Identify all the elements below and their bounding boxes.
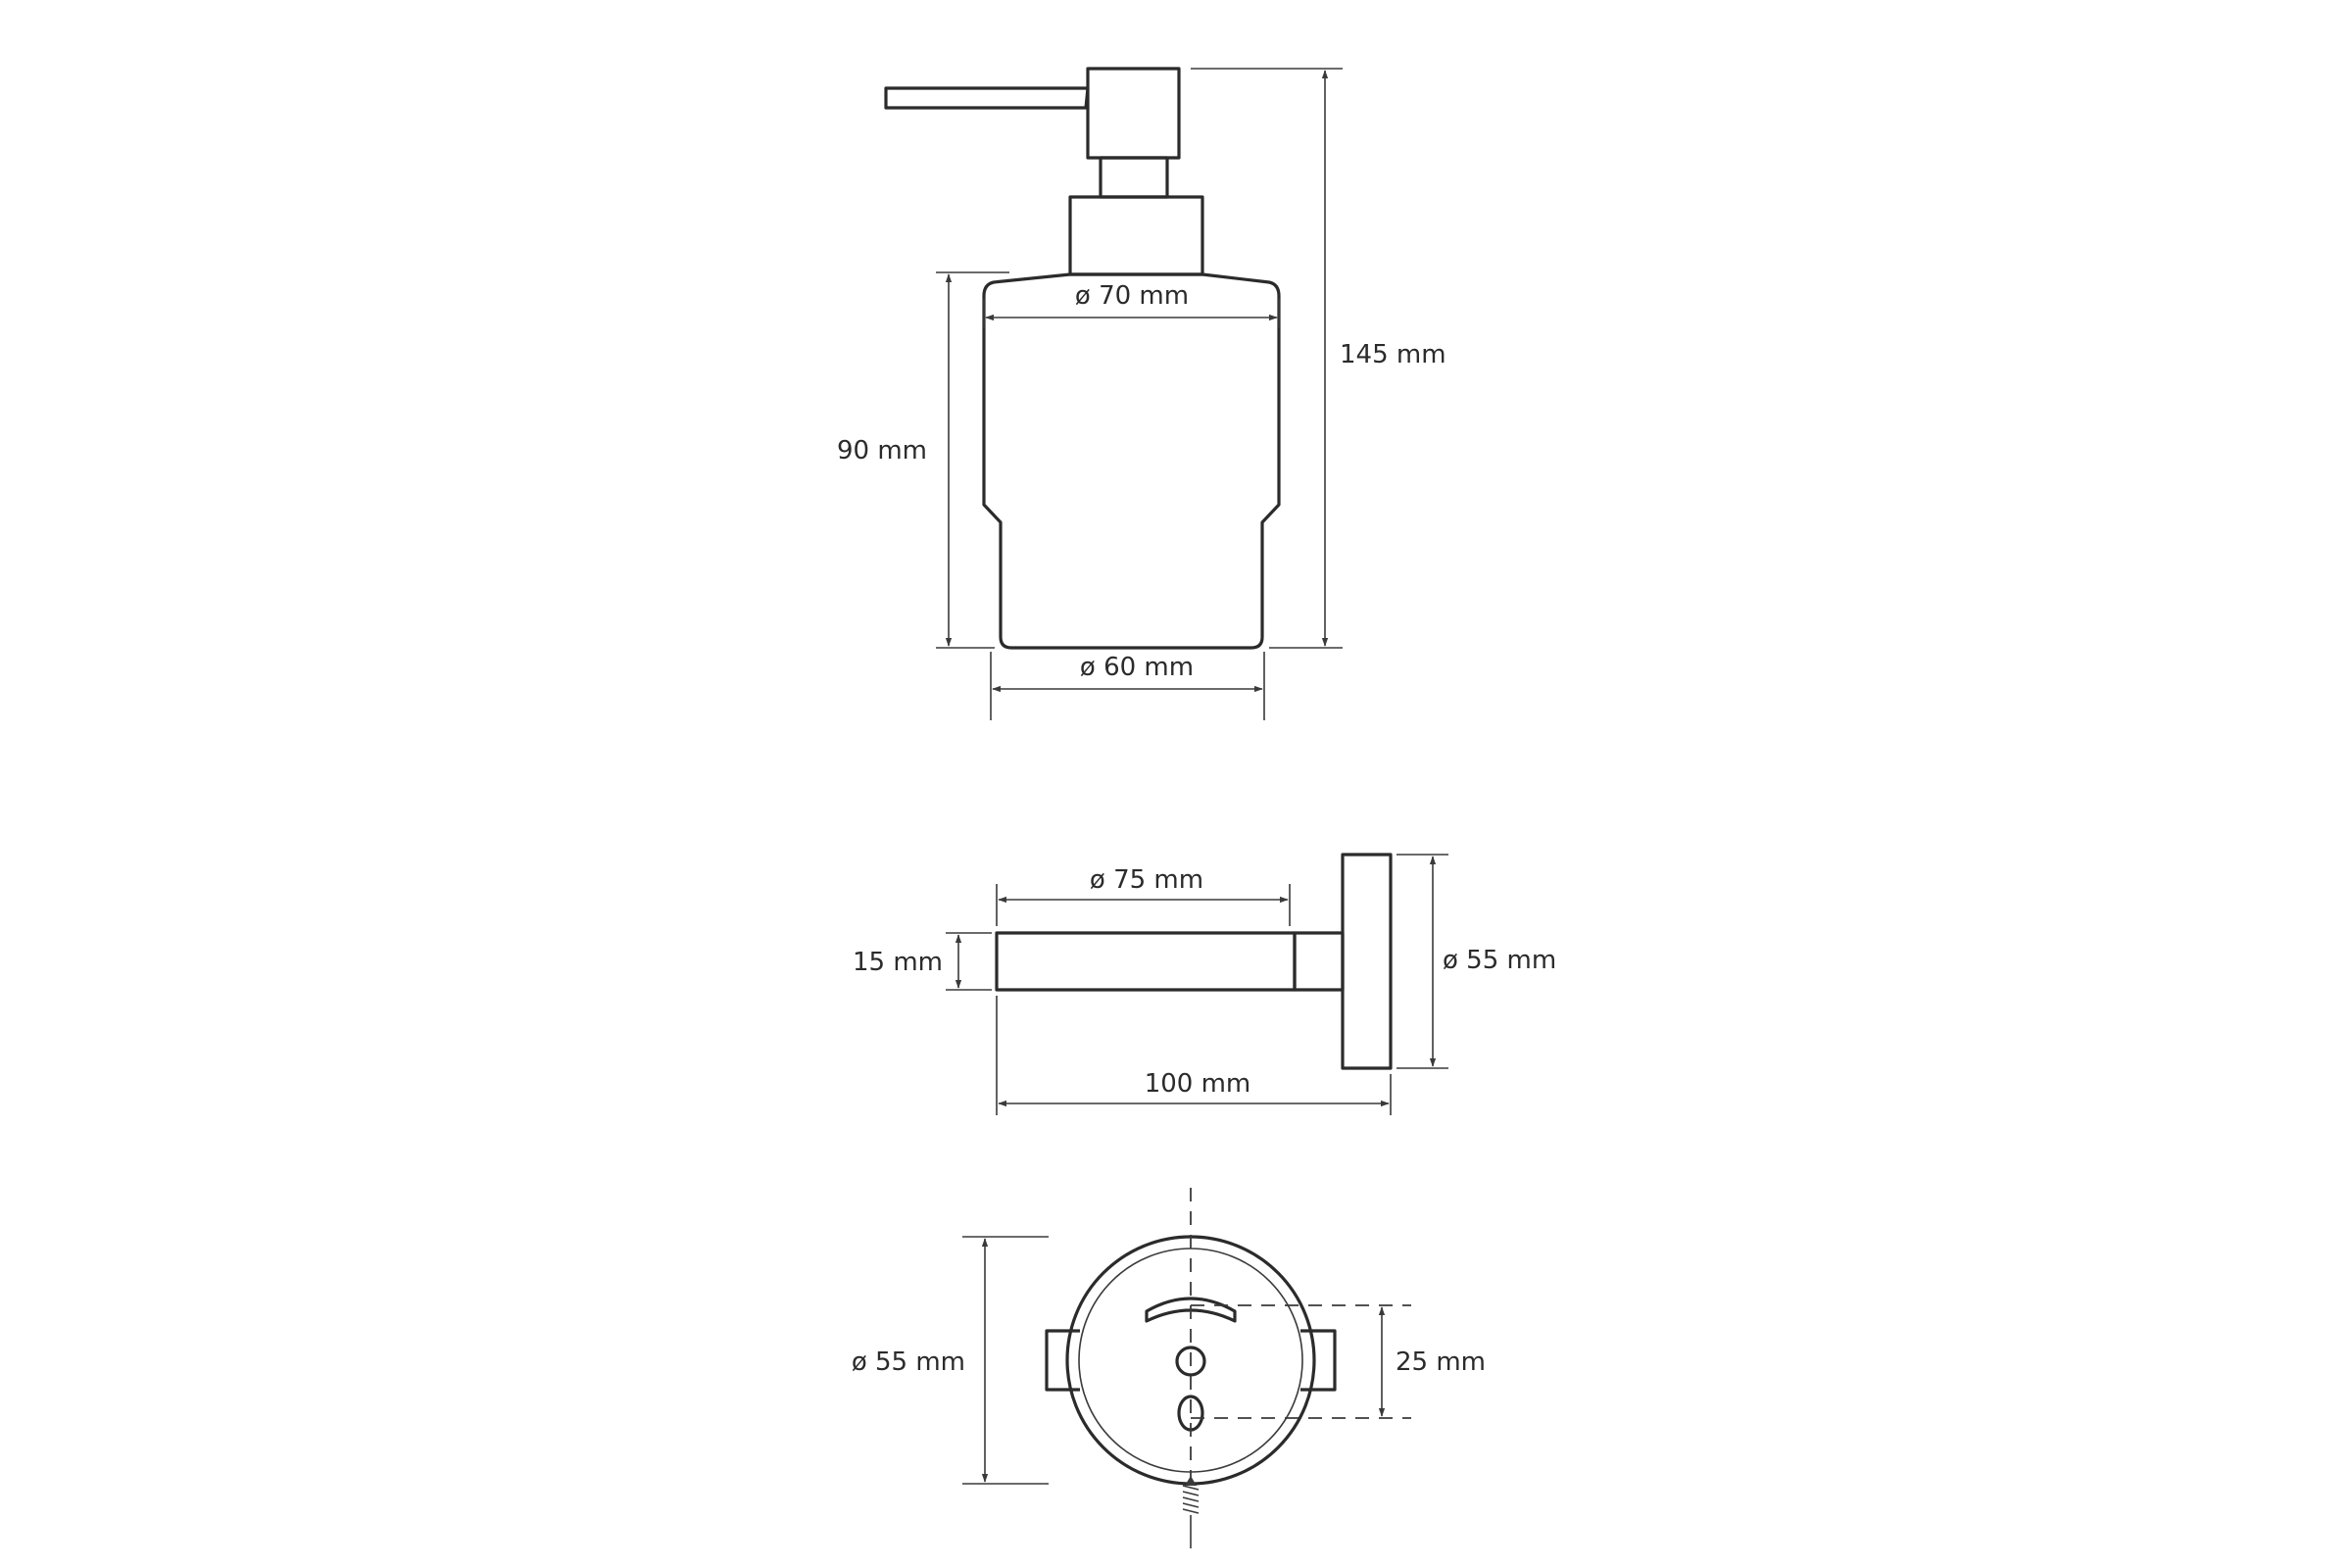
wall-plate-side bbox=[1341, 853, 1393, 1070]
pump-head bbox=[1086, 67, 1181, 160]
dim-side-plate-diameter: ø 55 mm bbox=[1396, 854, 1556, 1069]
projection-label: 100 mm bbox=[1145, 1069, 1251, 1099]
pump-stem bbox=[1099, 156, 1169, 199]
plate-tab-left bbox=[1045, 1329, 1080, 1392]
dim-bottom-width: ø 60 mm bbox=[990, 652, 1265, 720]
dispenser-nozzle bbox=[884, 86, 1090, 110]
screw-hole-upper bbox=[1175, 1346, 1206, 1377]
holder-neck bbox=[1293, 931, 1345, 992]
dispenser-container bbox=[982, 272, 1281, 650]
body-height-label: 90 mm bbox=[837, 436, 927, 466]
holder-side-view: ø 75 mm 15 mm ø 55 mm 100 mm bbox=[853, 853, 1556, 1115]
arm-thickness-label: 15 mm bbox=[853, 948, 943, 977]
dim-holder-diameter: ø 75 mm bbox=[996, 865, 1291, 926]
mounting-slot bbox=[1145, 1297, 1237, 1323]
plate-tab-right bbox=[1300, 1329, 1337, 1392]
dim-top-width: ø 70 mm bbox=[983, 281, 1280, 328]
dispenser-front-view: ø 70 mm 90 mm ø 60 mm 145 mm bbox=[837, 67, 1446, 720]
dim-body-height: 90 mm bbox=[837, 271, 1009, 649]
hole-spacing-label: 25 mm bbox=[1396, 1348, 1486, 1377]
dim-hole-spacing: 25 mm bbox=[1191, 1304, 1486, 1419]
holder-arm bbox=[995, 931, 1297, 992]
set-screw-icon bbox=[1182, 1476, 1200, 1548]
top-width-label: ø 70 mm bbox=[1075, 281, 1189, 311]
dim-back-plate-diameter: ø 55 mm bbox=[852, 1236, 1049, 1485]
plate-back-view: ø 55 mm 25 mm bbox=[852, 1188, 1486, 1548]
holder-diameter-label: ø 75 mm bbox=[1090, 865, 1203, 895]
total-height-label: 145 mm bbox=[1340, 340, 1446, 369]
dim-arm-thickness: 15 mm bbox=[853, 932, 992, 991]
dim-total-height: 145 mm bbox=[1191, 68, 1446, 649]
pump-collar bbox=[1068, 195, 1204, 276]
back-plate-diameter-label: ø 55 mm bbox=[852, 1348, 965, 1377]
dim-projection: 100 mm bbox=[996, 996, 1392, 1115]
bottom-width-label: ø 60 mm bbox=[1080, 653, 1194, 682]
side-plate-diameter-label: ø 55 mm bbox=[1443, 946, 1556, 975]
